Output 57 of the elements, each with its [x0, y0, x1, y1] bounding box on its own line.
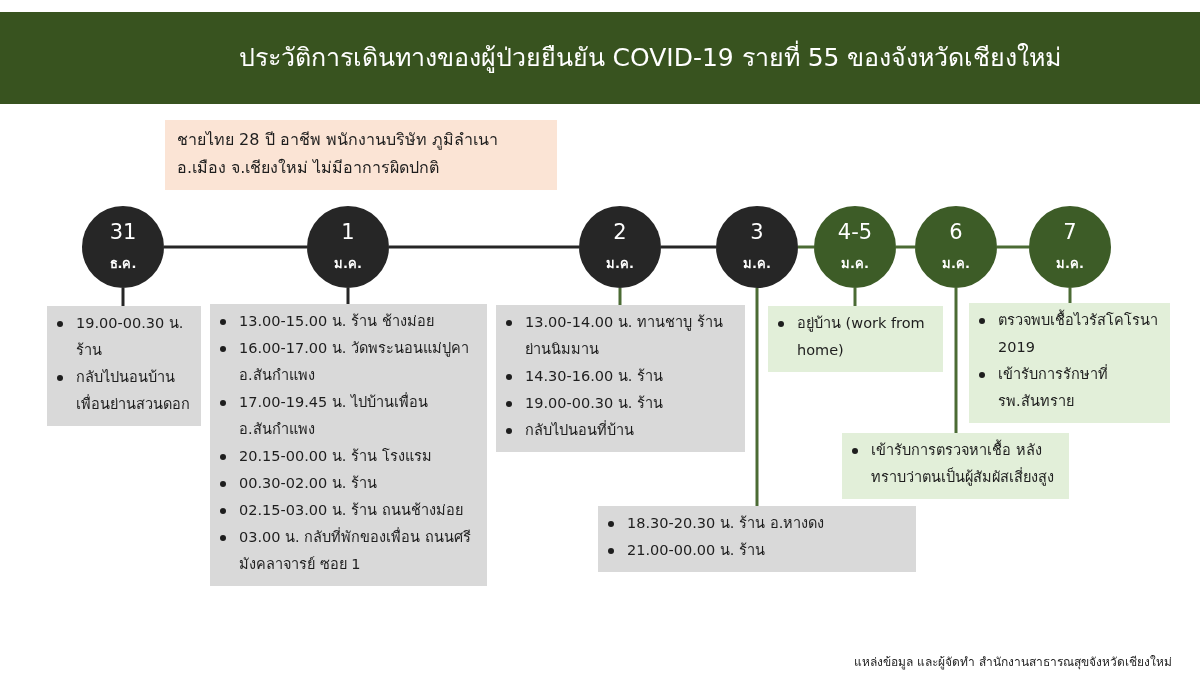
event-text: 17.00-19.45 น. ไปบ้านเพื่อน อ.สันกำแพง [239, 391, 430, 439]
event-text: 13.00-14.00 น. ทานชาบู ร้าน ย่านนิมมาน [525, 313, 724, 359]
month-text: ม.ค. [742, 255, 772, 273]
event-box [210, 304, 487, 586]
info-text: ชายไทย 28 ปี อาชีพ พนักงานบริษัท ภูมิลำเนา อ.เมือง จ.เชียงใหม่ ไม่มีอาการผิดปกติ [177, 129, 499, 179]
event-text: กลับไปนอนที่บ้าน [525, 419, 634, 440]
event-text: 19.00-00.30 น. ร้าน [76, 314, 185, 360]
day-number: 31 [108, 219, 138, 245]
month-text: ธ.ค. [108, 255, 138, 273]
connector-line [389, 245, 579, 249]
event-text: 16.00-17.00 น. วัดพระนอนแม่ปูคา อ.สันกำแพง [239, 339, 471, 385]
connector-line [121, 288, 125, 306]
connector-line [1068, 288, 1072, 303]
event-text: 03.00 น. กลับที่พักของเพื่อน ถนนศรีมังคลาจารย์ ซอย 1 [239, 526, 472, 574]
day-number: 4-5 [836, 219, 874, 245]
event-box [768, 306, 943, 372]
event-text: 21.00-00.00 น. ร้าน [627, 541, 766, 560]
month-text: ม.ค. [605, 255, 635, 273]
event-box [969, 303, 1170, 423]
event-text: 13.00-15.00 น. ร้าน ช้างม่อย [239, 312, 434, 331]
source-note: แหล่งข้อมูล และผู้จัดทำ สำนักงานสาธารณสุขจังหวัดเชียงใหม่ [854, 654, 1172, 671]
event-text: เข้ารับการตรวจหาเชื้อ หลังทราบว่าตนเป็นผู้สัมผัสเสี่ยงสูง [871, 437, 1061, 491]
event-text: อยู่บ้าน (work from home) [797, 314, 926, 360]
month-text: ม.ค. [333, 255, 363, 273]
connector-line [618, 288, 622, 305]
month-text: ม.ค. [840, 255, 870, 273]
connector-line [954, 288, 958, 433]
connector-line [346, 288, 350, 304]
title-text: ประวัติการเดินทางของผู้ป่วยยืนยัน COVID-19 รายที่ 55 ของจังหวัดเชียงใหม่ [100, 12, 1200, 104]
connector-line [997, 245, 1029, 249]
event-text: ตรวจพบเชื้อไวรัสโคโรนา 2019 [998, 307, 1162, 361]
connector-line [798, 245, 814, 249]
event-text: เข้ารับการรักษาที่รพ.สันทราย [998, 363, 1109, 411]
event-box [842, 433, 1069, 499]
event-text: 19.00-00.30 น. ร้าน [525, 394, 664, 413]
event-text: 18.30-20.30 น. ร้าน อ.หางดง [627, 514, 825, 533]
connector-line [755, 288, 759, 506]
connector-line [896, 245, 915, 249]
month-text: ม.ค. [941, 255, 971, 273]
connector-line [661, 245, 716, 249]
event-text: 20.15-00.00 น. ร้าน โรงแรม [239, 447, 432, 466]
event-text: 00.30-02.00 น. ร้าน [239, 474, 378, 493]
event-text: 02.15-03.00 น. ร้าน ถนนช้างม่อย [239, 501, 463, 520]
event-text: กลับไปนอนบ้านเพื่อนย่านสวนดอก [76, 368, 191, 414]
day-number: 3 [749, 219, 765, 245]
event-box [598, 506, 916, 572]
connector-line [853, 288, 857, 306]
event-box [496, 305, 745, 452]
day-number: 7 [1062, 219, 1078, 245]
month-text: ม.ค. [1055, 255, 1085, 273]
day-number: 6 [948, 219, 964, 245]
day-number: 1 [340, 219, 356, 245]
event-box [47, 306, 201, 426]
day-number: 2 [612, 219, 628, 245]
info-box [165, 120, 557, 190]
connector-line [164, 245, 307, 249]
event-text: 14.30-16.00 น. ร้าน [525, 367, 664, 386]
